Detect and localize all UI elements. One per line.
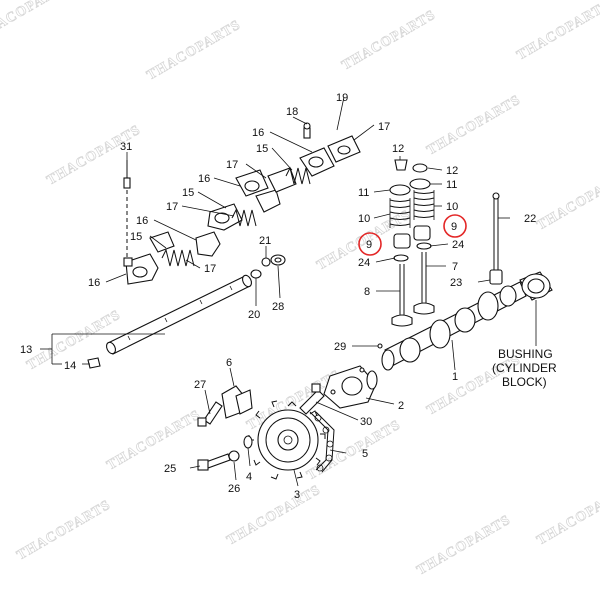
- thrust-plate: [323, 365, 378, 409]
- callout-21: 21: [259, 235, 271, 247]
- highlight-circle-9-right: [443, 214, 467, 238]
- callout-17: 17: [166, 201, 178, 213]
- push-rod: [489, 192, 503, 285]
- highlight-marks: [358, 214, 467, 256]
- callout-17: 17: [204, 263, 216, 275]
- watermark: THACOPARTS: [415, 513, 514, 579]
- callout-4: 4: [246, 471, 252, 483]
- callout-11-left: 11: [358, 187, 369, 199]
- washers: [250, 254, 286, 279]
- callout-9-left: 9: [366, 239, 372, 251]
- callout-16: 16: [198, 173, 210, 185]
- bushing-label-line-3: BLOCK): [502, 375, 547, 389]
- timing-chain: [309, 411, 335, 473]
- watermark: THACOPARTS: [0, 0, 74, 43]
- callout-19: 19: [336, 92, 348, 104]
- valve-train: [389, 159, 435, 327]
- callout-13: 13: [20, 344, 32, 356]
- callout-17: 17: [226, 159, 238, 171]
- bolt-25: [197, 435, 253, 471]
- callout-16: 16: [136, 215, 148, 227]
- small-pins: [87, 343, 383, 369]
- callout-29: 29: [334, 341, 346, 353]
- bolt-27: [197, 401, 223, 427]
- callout-10-right: 10: [446, 201, 458, 213]
- callout-23: 23: [450, 277, 462, 289]
- callout-24-left: 24: [358, 257, 370, 269]
- watermark: THACOPARTS: [535, 168, 600, 234]
- callout-9-right: 9: [451, 221, 457, 233]
- watermark: THACOPARTS: [105, 408, 204, 474]
- callout-16: 16: [252, 127, 264, 139]
- bushing-label: BUSHING (CYLINDER BLOCK): [492, 347, 557, 389]
- callout-24-right: 24: [452, 239, 464, 251]
- callout-20: 20: [248, 309, 260, 321]
- callout-15: 15: [256, 143, 268, 155]
- callout-22: 22: [524, 213, 536, 225]
- callout-30: 30: [360, 416, 372, 428]
- callout-16: 16: [88, 277, 100, 289]
- callout-8: 8: [364, 286, 370, 298]
- callout-31: 31: [120, 141, 132, 153]
- bushing-label-line-1: BUSHING: [498, 347, 553, 361]
- rocker-shaft: [105, 274, 253, 355]
- callout-11-right: 11: [446, 179, 457, 191]
- camshaft: [381, 271, 553, 371]
- watermark: THACOPARTS: [145, 18, 244, 84]
- callout-25: 25: [164, 463, 176, 475]
- callout-6: 6: [226, 357, 232, 369]
- bushing-label-line-2: (CYLINDER: [492, 361, 557, 375]
- callout-1: 1: [452, 371, 458, 383]
- watermark: THACOPARTS: [535, 483, 600, 549]
- callout-28: 28: [272, 301, 284, 313]
- watermark: THACOPARTS: [515, 0, 600, 63]
- callout-26: 26: [228, 483, 240, 495]
- callout-12-right: 12: [446, 165, 458, 177]
- watermark: THACOPARTS: [15, 498, 114, 564]
- callout-17: 17: [378, 121, 390, 133]
- highlight-circle-9-left: [358, 232, 382, 256]
- callout-18: 18: [286, 106, 298, 118]
- callout-5: 5: [362, 448, 368, 460]
- callout-15: 15: [182, 187, 194, 199]
- watermark: THACOPARTS: [305, 418, 404, 484]
- callout-14: 14: [64, 360, 76, 372]
- callout-3: 3: [294, 489, 300, 501]
- rocker-arm-assembly: [123, 122, 361, 285]
- callout-7: 7: [452, 261, 458, 273]
- watermark: THACOPARTS: [340, 8, 439, 74]
- bolt-30: [299, 383, 325, 415]
- watermark: THACOPARTS: [425, 93, 524, 159]
- callout-27: 27: [194, 379, 206, 391]
- callout-2: 2: [398, 400, 404, 412]
- callouts: 1 2 3 4 5 6 7 8 9 9 10 10 11 11 12 12 13…: [20, 92, 536, 501]
- chain-tensioner: [221, 385, 253, 419]
- callout-12-left: 12: [392, 143, 404, 155]
- leader-lines: [40, 96, 537, 487]
- callout-15: 15: [130, 231, 142, 243]
- callout-10-left: 10: [358, 213, 370, 225]
